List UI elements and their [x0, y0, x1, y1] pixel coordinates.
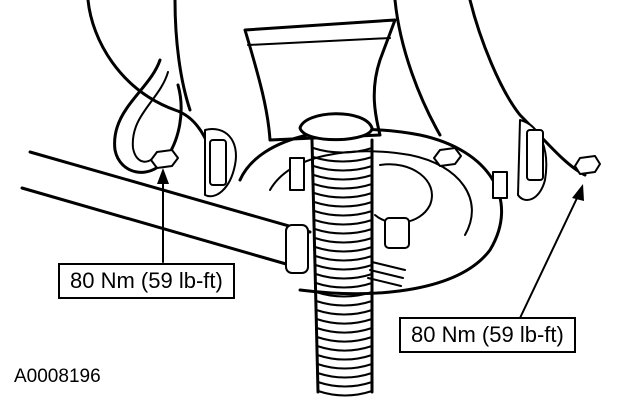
- coil-ridge: [316, 354, 373, 361]
- bolt-sleeve-left: [289, 157, 305, 191]
- coil-ridge: [317, 390, 373, 397]
- coil-ridge: [316, 327, 373, 334]
- coil-ridge: [313, 165, 373, 172]
- coil-ridge: [312, 147, 373, 154]
- coil-ridge: [313, 201, 373, 208]
- leader-line-right: [519, 195, 579, 319]
- coil-ridge: [317, 363, 373, 370]
- body-outline-right: [468, 0, 587, 177]
- coil-ridge: [313, 192, 373, 199]
- coil-ridge: [314, 237, 373, 244]
- coil-ridge: [316, 345, 373, 352]
- coil-ridge: [317, 372, 373, 379]
- stabilizer-bar-bottom: [20, 186, 302, 270]
- stabilizer-bar-top: [28, 150, 312, 234]
- coil-ridge: [313, 156, 373, 163]
- strut-tower-rim: [247, 37, 391, 46]
- coil-ridge: [315, 273, 373, 280]
- coil-ridge: [315, 300, 373, 307]
- body-outline-upper: [173, 0, 192, 112]
- coil-ridge: [315, 282, 373, 289]
- coil-hose-left-edge: [310, 138, 320, 394]
- leader-arrow-left: [157, 168, 169, 184]
- coil-ridge: [316, 336, 373, 343]
- coil-ridge: [314, 219, 373, 226]
- hose-loop-inner: [131, 71, 169, 163]
- torque-callout-right: 80 Nm (59 lb-ft): [399, 317, 576, 353]
- coil-ridge: [314, 210, 373, 217]
- bolt-sleeve-right: [492, 171, 508, 199]
- coil-ridge: [315, 255, 373, 262]
- bolt-left: [150, 149, 179, 169]
- body-outline-upper-right: [393, 0, 442, 137]
- leader-arrow-right: [572, 184, 584, 201]
- bolt-center: [433, 147, 462, 167]
- link-nut: [384, 217, 410, 249]
- bolt-right: [574, 155, 601, 175]
- coil-ridge: [315, 291, 373, 298]
- bracket-right: [526, 129, 544, 181]
- torque-callout-left: 80 Nm (59 lb-ft): [58, 263, 235, 299]
- bracket-left: [209, 139, 227, 186]
- coil-ridge: [315, 264, 373, 271]
- hose-loop: [113, 58, 183, 174]
- coil-ridge: [316, 309, 373, 316]
- coil-ridge: [314, 246, 373, 253]
- coil-ridge: [317, 381, 373, 388]
- coil-ridge: [313, 183, 373, 190]
- coil-hose-top: [298, 112, 374, 142]
- hub-bolt-ring: [374, 163, 433, 224]
- coil-ridge: [314, 228, 373, 235]
- link-bushing: [285, 224, 309, 274]
- coil-hose: [312, 147, 373, 397]
- link-washer-stack: [367, 261, 406, 287]
- coil-ridge: [316, 318, 373, 325]
- figure-id: A0008196: [14, 366, 101, 387]
- body-outline-left: [86, 0, 217, 182]
- coil-ridge: [313, 174, 373, 181]
